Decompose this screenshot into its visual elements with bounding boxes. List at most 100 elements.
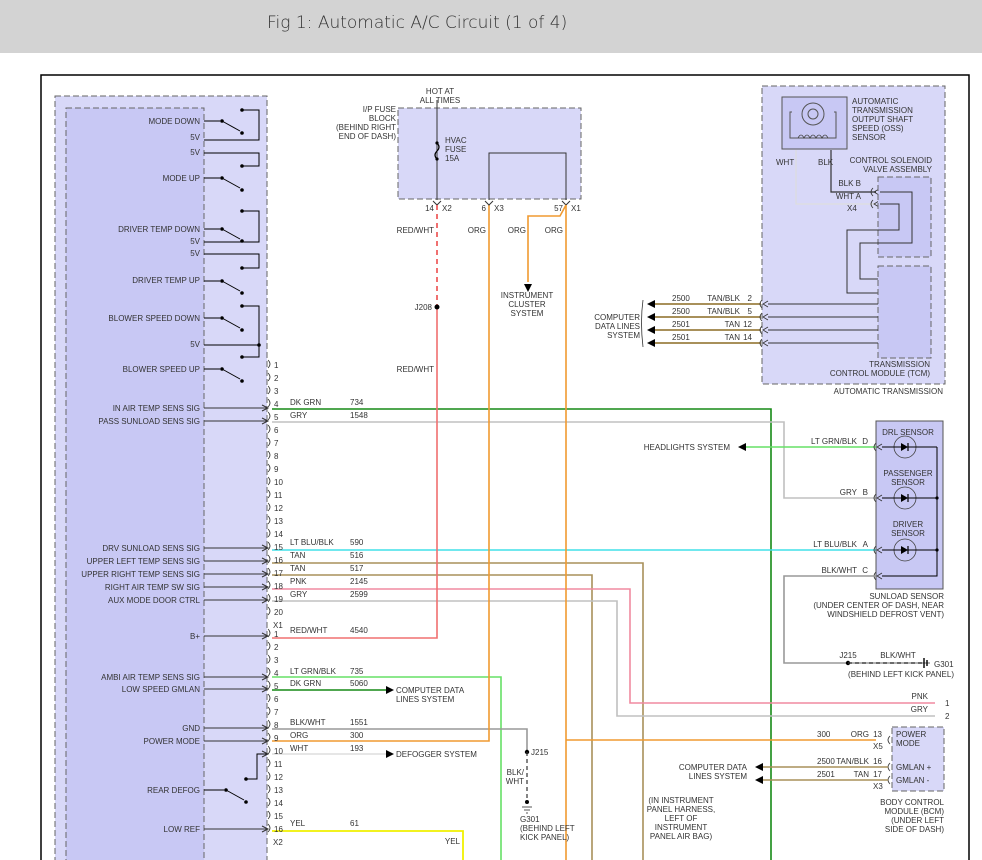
- driver-sensor-label: DRIVER: [893, 520, 923, 529]
- switch-blade: [225, 789, 245, 801]
- connector-x2-pin-number: 1: [274, 630, 279, 639]
- wire-color-label: DK GRN: [290, 679, 321, 688]
- connector-cavity-icon: [759, 299, 763, 309]
- x4-pin-label: WHT A: [836, 192, 862, 201]
- bcm-function-label: GMLAN +: [896, 763, 932, 772]
- connector-x1-pin-number: 4: [274, 400, 279, 409]
- connector-x1-pin-number: 12: [274, 504, 283, 513]
- wire-color-label: WHT: [506, 777, 524, 786]
- connector-x2-pin-number: 15: [274, 812, 283, 821]
- circuit-number: 2501: [817, 770, 835, 779]
- destination-defogger: DEFOGGER SYSTEM: [396, 750, 477, 759]
- oss-sensor-name: AUTOMATIC: [852, 97, 899, 106]
- tcm-data-lines-destination: SYSTEM: [607, 331, 640, 340]
- connector-x2-pin-number: 3: [274, 656, 279, 665]
- circuit-number: 61: [350, 819, 359, 828]
- wire-color-label: ORG: [545, 226, 563, 235]
- connector-pin-icon: [873, 200, 880, 208]
- arrow-icon: [386, 750, 394, 758]
- offpage-wire-label: PNK: [912, 692, 929, 701]
- connector-x2-cavity: [267, 641, 271, 651]
- connector-x2-cavity: [267, 745, 271, 755]
- passenger-sensor-label: PASSENGER: [883, 469, 932, 478]
- connector-x1-pin-number: 7: [274, 439, 279, 448]
- tcm-name: CONTROL MODULE (TCM): [830, 369, 930, 378]
- bcm-name: (UNDER LEFT: [891, 816, 944, 825]
- connector-x1-pin-number: 14: [274, 530, 283, 539]
- sunload-sensor: [875, 420, 944, 590]
- hvac-fuse-label: FUSE: [445, 145, 466, 154]
- arrow-icon: [647, 313, 655, 321]
- ground-location: (BEHIND LEFT KICK PANEL): [848, 670, 954, 679]
- sunload-sensor-name: WINDSHIELD DEFROST VENT): [827, 610, 944, 619]
- circuit-number: 2599: [350, 590, 368, 599]
- connector-cavity-icon: [887, 735, 891, 745]
- switch-label-driver-temp-down: DRIVER TEMP DOWN: [118, 225, 200, 234]
- circuit-number: 2501: [672, 320, 690, 329]
- x4-connector-name: X4: [847, 204, 857, 213]
- signal-label: DRV SUNLOAD SENS SIG: [102, 544, 200, 553]
- bcm-connector-name: X3: [873, 782, 883, 791]
- wire-blk-wht-1551: [272, 728, 528, 752]
- signal-label: UPPER RIGHT TEMP SENS SIG: [81, 570, 200, 579]
- connector-x1-pin-number: 5: [274, 413, 279, 422]
- connector-x2-cavity: [267, 654, 271, 664]
- voltage-label: 5V: [190, 340, 200, 349]
- fuse-block-bus: [488, 152, 567, 200]
- bcm-connector-name: X5: [873, 742, 883, 751]
- sunload-pin-letter: C: [862, 566, 868, 575]
- wire-color-label: PNK: [290, 577, 307, 586]
- fuse-icon: [434, 142, 440, 160]
- bcm-pin-number: 17: [873, 770, 882, 779]
- connector-x2-cavity: [267, 693, 271, 703]
- wire-color-label: WHT: [290, 744, 308, 753]
- signal-label: POWER MODE: [144, 737, 200, 746]
- arrow-icon: [647, 339, 655, 347]
- connector-pin-icon: [261, 557, 270, 565]
- connector-pin-icon: [261, 685, 270, 693]
- circuit-number: 5060: [350, 679, 368, 688]
- switch-blade: [221, 120, 241, 132]
- junction-dot: [935, 496, 939, 500]
- connector-x1-pin-number: 16: [274, 556, 283, 565]
- x4-pin-label: BLK B: [838, 179, 861, 188]
- switch-label-driver-temp-up: DRIVER TEMP UP: [132, 276, 200, 285]
- connector-cavity-icon: [759, 325, 763, 335]
- bcm-data-lines-destination: LINES SYSTEM: [689, 772, 748, 781]
- connector-x1-pin-number: 20: [274, 608, 283, 617]
- harness-location-note: (IN INSTRUMENT: [648, 796, 713, 805]
- wire-blk-oss: [830, 150, 876, 193]
- connector-pin-icon: [762, 313, 769, 321]
- instrument-cluster-destination: CLUSTER: [508, 300, 546, 309]
- connector-pin-icon: [261, 570, 270, 578]
- switch-blade: [221, 317, 241, 329]
- switch-blade: [221, 280, 241, 292]
- tcm-pin-number: 2: [748, 294, 753, 303]
- connector-x1-cavity: [267, 606, 271, 616]
- junction-label: J208: [415, 303, 433, 312]
- wire-color-label: BLK: [818, 158, 834, 167]
- connector-cavity-icon: [870, 199, 874, 209]
- signal-label: GND: [182, 724, 200, 733]
- fuse-terminal-dot: [435, 141, 439, 145]
- connector-x1-pin-number: 17: [274, 569, 283, 578]
- switch-label-mode-down: MODE DOWN: [148, 117, 200, 126]
- data-lines-brace: [641, 299, 644, 348]
- wire-yel-61: [272, 830, 464, 860]
- instrument-cluster-destination: INSTRUMENT: [501, 291, 554, 300]
- connector-x1-cavity: [267, 528, 271, 538]
- wire-color-label: GRY: [290, 590, 308, 599]
- connector-x1-cavity: [267, 489, 271, 499]
- oss-sensor-name: OUTPUT SHAFT: [852, 115, 913, 124]
- signal-label: LOW REF: [164, 825, 201, 834]
- oss-sensor-name: SENSOR: [852, 133, 886, 142]
- connector-pin-icon: [261, 596, 270, 604]
- connector-pin-icon: [261, 404, 270, 412]
- wire-tan-516: [272, 562, 644, 860]
- wire-color-label: ORG: [468, 226, 486, 235]
- fuse-block-connector-name: X1: [571, 204, 581, 213]
- tcm-pin-number: 12: [743, 320, 752, 329]
- connector-pin-icon: [261, 724, 270, 732]
- connector-pin-icon: [762, 326, 769, 334]
